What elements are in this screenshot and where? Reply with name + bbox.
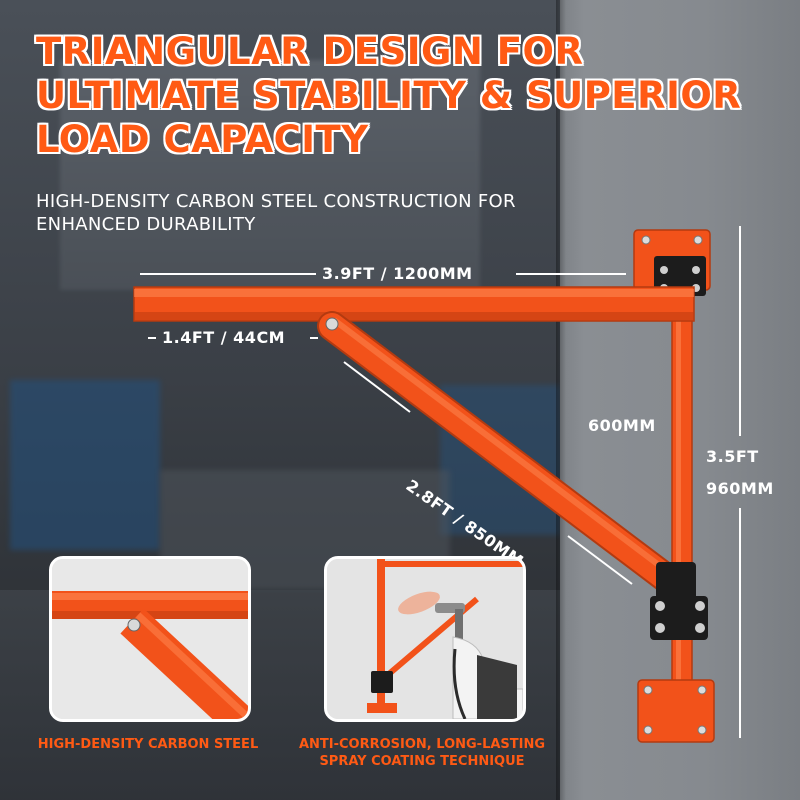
dim-line-diag-b bbox=[567, 535, 633, 585]
inset-caption: HIGH-DENSITY CARBON STEEL bbox=[37, 737, 259, 752]
diagonal-brace bbox=[317, 311, 681, 593]
spray-coating-illustration bbox=[327, 559, 523, 719]
horizontal-arm bbox=[133, 286, 695, 322]
inset-caption: ANTI-CORROSION, LONG-LASTING SPRAY COATI… bbox=[298, 737, 546, 769]
top-wall-plate bbox=[633, 229, 711, 296]
dimension-short-segment: 1.4FT / 44CM bbox=[162, 328, 286, 347]
dimension-vertical-inner: 600MM bbox=[588, 416, 656, 435]
inset-spray-coating bbox=[324, 556, 526, 722]
inset-steel-closeup bbox=[49, 556, 251, 722]
dimension-vertical-total-ft: 3.5FT bbox=[706, 447, 759, 466]
steel-joint-illustration bbox=[52, 559, 248, 719]
bottom-wall-plate bbox=[637, 679, 715, 743]
subheadline: HIGH-DENSITY CARBON STEEL CONSTRUCTION F… bbox=[36, 191, 516, 235]
headline: TRIANGULAR DESIGN FOR ULTIMATE STABILITY… bbox=[36, 30, 742, 161]
lower-clamp bbox=[650, 562, 708, 640]
dimension-top-arm: 3.9FT / 1200MM bbox=[322, 264, 473, 283]
wall-shadow bbox=[556, 0, 566, 800]
background-cabinet bbox=[10, 380, 160, 550]
dimension-vertical-total-mm: 960MM bbox=[706, 479, 774, 498]
dimension-lines bbox=[140, 226, 741, 738]
background-window bbox=[60, 60, 480, 290]
dim-line-diag-a bbox=[343, 361, 411, 413]
